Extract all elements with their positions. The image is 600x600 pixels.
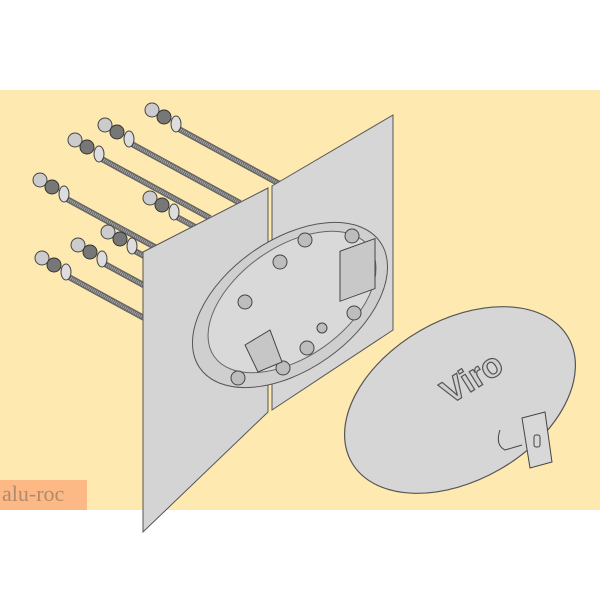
nut xyxy=(32,172,48,188)
lock-washer xyxy=(154,197,170,213)
flat-washer xyxy=(123,130,135,148)
bolt-thread xyxy=(176,126,288,190)
key-icon xyxy=(521,411,553,469)
lock-washer xyxy=(44,179,60,195)
nut xyxy=(144,102,160,118)
flat-washer xyxy=(168,203,180,221)
flat-washer xyxy=(60,263,72,281)
bolt-thread xyxy=(99,156,211,220)
nut xyxy=(142,190,158,206)
lock-cylinder xyxy=(244,329,283,373)
nut xyxy=(34,250,50,266)
nut xyxy=(100,224,116,240)
lock-washer xyxy=(46,257,62,273)
nut xyxy=(97,117,113,133)
flat-washer xyxy=(93,145,105,163)
bolt-thread xyxy=(129,141,241,205)
flat-washer xyxy=(96,250,108,268)
nut xyxy=(70,237,86,253)
key-shoulder xyxy=(497,429,523,451)
nut xyxy=(67,132,83,148)
flat-washer xyxy=(58,185,70,203)
lock-washer xyxy=(82,244,98,260)
watermark: alu-roc xyxy=(0,480,87,510)
flat-washer xyxy=(126,237,138,255)
lock-washer xyxy=(156,109,172,125)
lock-washer xyxy=(109,124,125,140)
flat-washer xyxy=(170,115,182,133)
lock-washer xyxy=(79,139,95,155)
lock-screws xyxy=(230,228,362,386)
lock-washer xyxy=(112,231,128,247)
latch-block xyxy=(339,237,376,302)
key-hole xyxy=(533,434,541,448)
